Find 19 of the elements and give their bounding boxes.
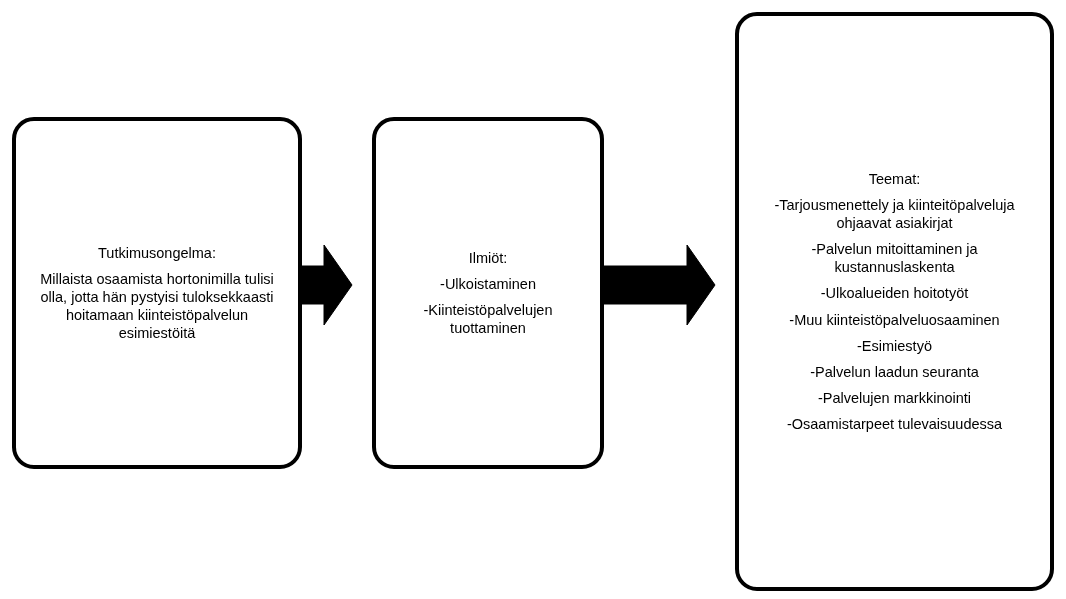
block-arrow [301, 244, 353, 326]
box-text: -Esimiestyö [857, 336, 932, 355]
box-text: -Palvelun mitoittaminen ja kustannuslaskenta [810, 240, 979, 277]
block-arrow [603, 244, 716, 326]
rounded-box [372, 117, 604, 469]
box-text: Millaista osaamista hortonimilla tulisi olla, jotta hän pystyisi tuloksekkaasti hoitamaan kiinteistöpalvelun esimiestöitä [39, 269, 275, 343]
box-text: -Tarjousmenettely ja kiinteitöpalveluja ohjaavat asiakirjat [773, 195, 1016, 233]
box-text: -Palvelujen markkinointi [817, 388, 972, 408]
box-text: -Ulkoalueiden hoitotyöt [820, 284, 969, 303]
box-heading: Ilmiöt: [468, 248, 508, 267]
box-heading: Teemat: [868, 169, 921, 188]
box-text: -Osaamistarpeet tulevaisuudessa [786, 415, 1003, 434]
box-text: -Kiinteistöpalvelujen tuottaminen [422, 301, 554, 338]
rounded-box [735, 12, 1054, 591]
rounded-box [12, 117, 302, 469]
box-text: -Muu kiinteistöpalveluosaaminen [789, 310, 1000, 329]
box-text: -Palvelun laadun seuranta [810, 362, 979, 381]
box-text: -Ulkoistaminen [440, 274, 536, 293]
box-heading: Tutkimusongelma: [98, 243, 216, 262]
